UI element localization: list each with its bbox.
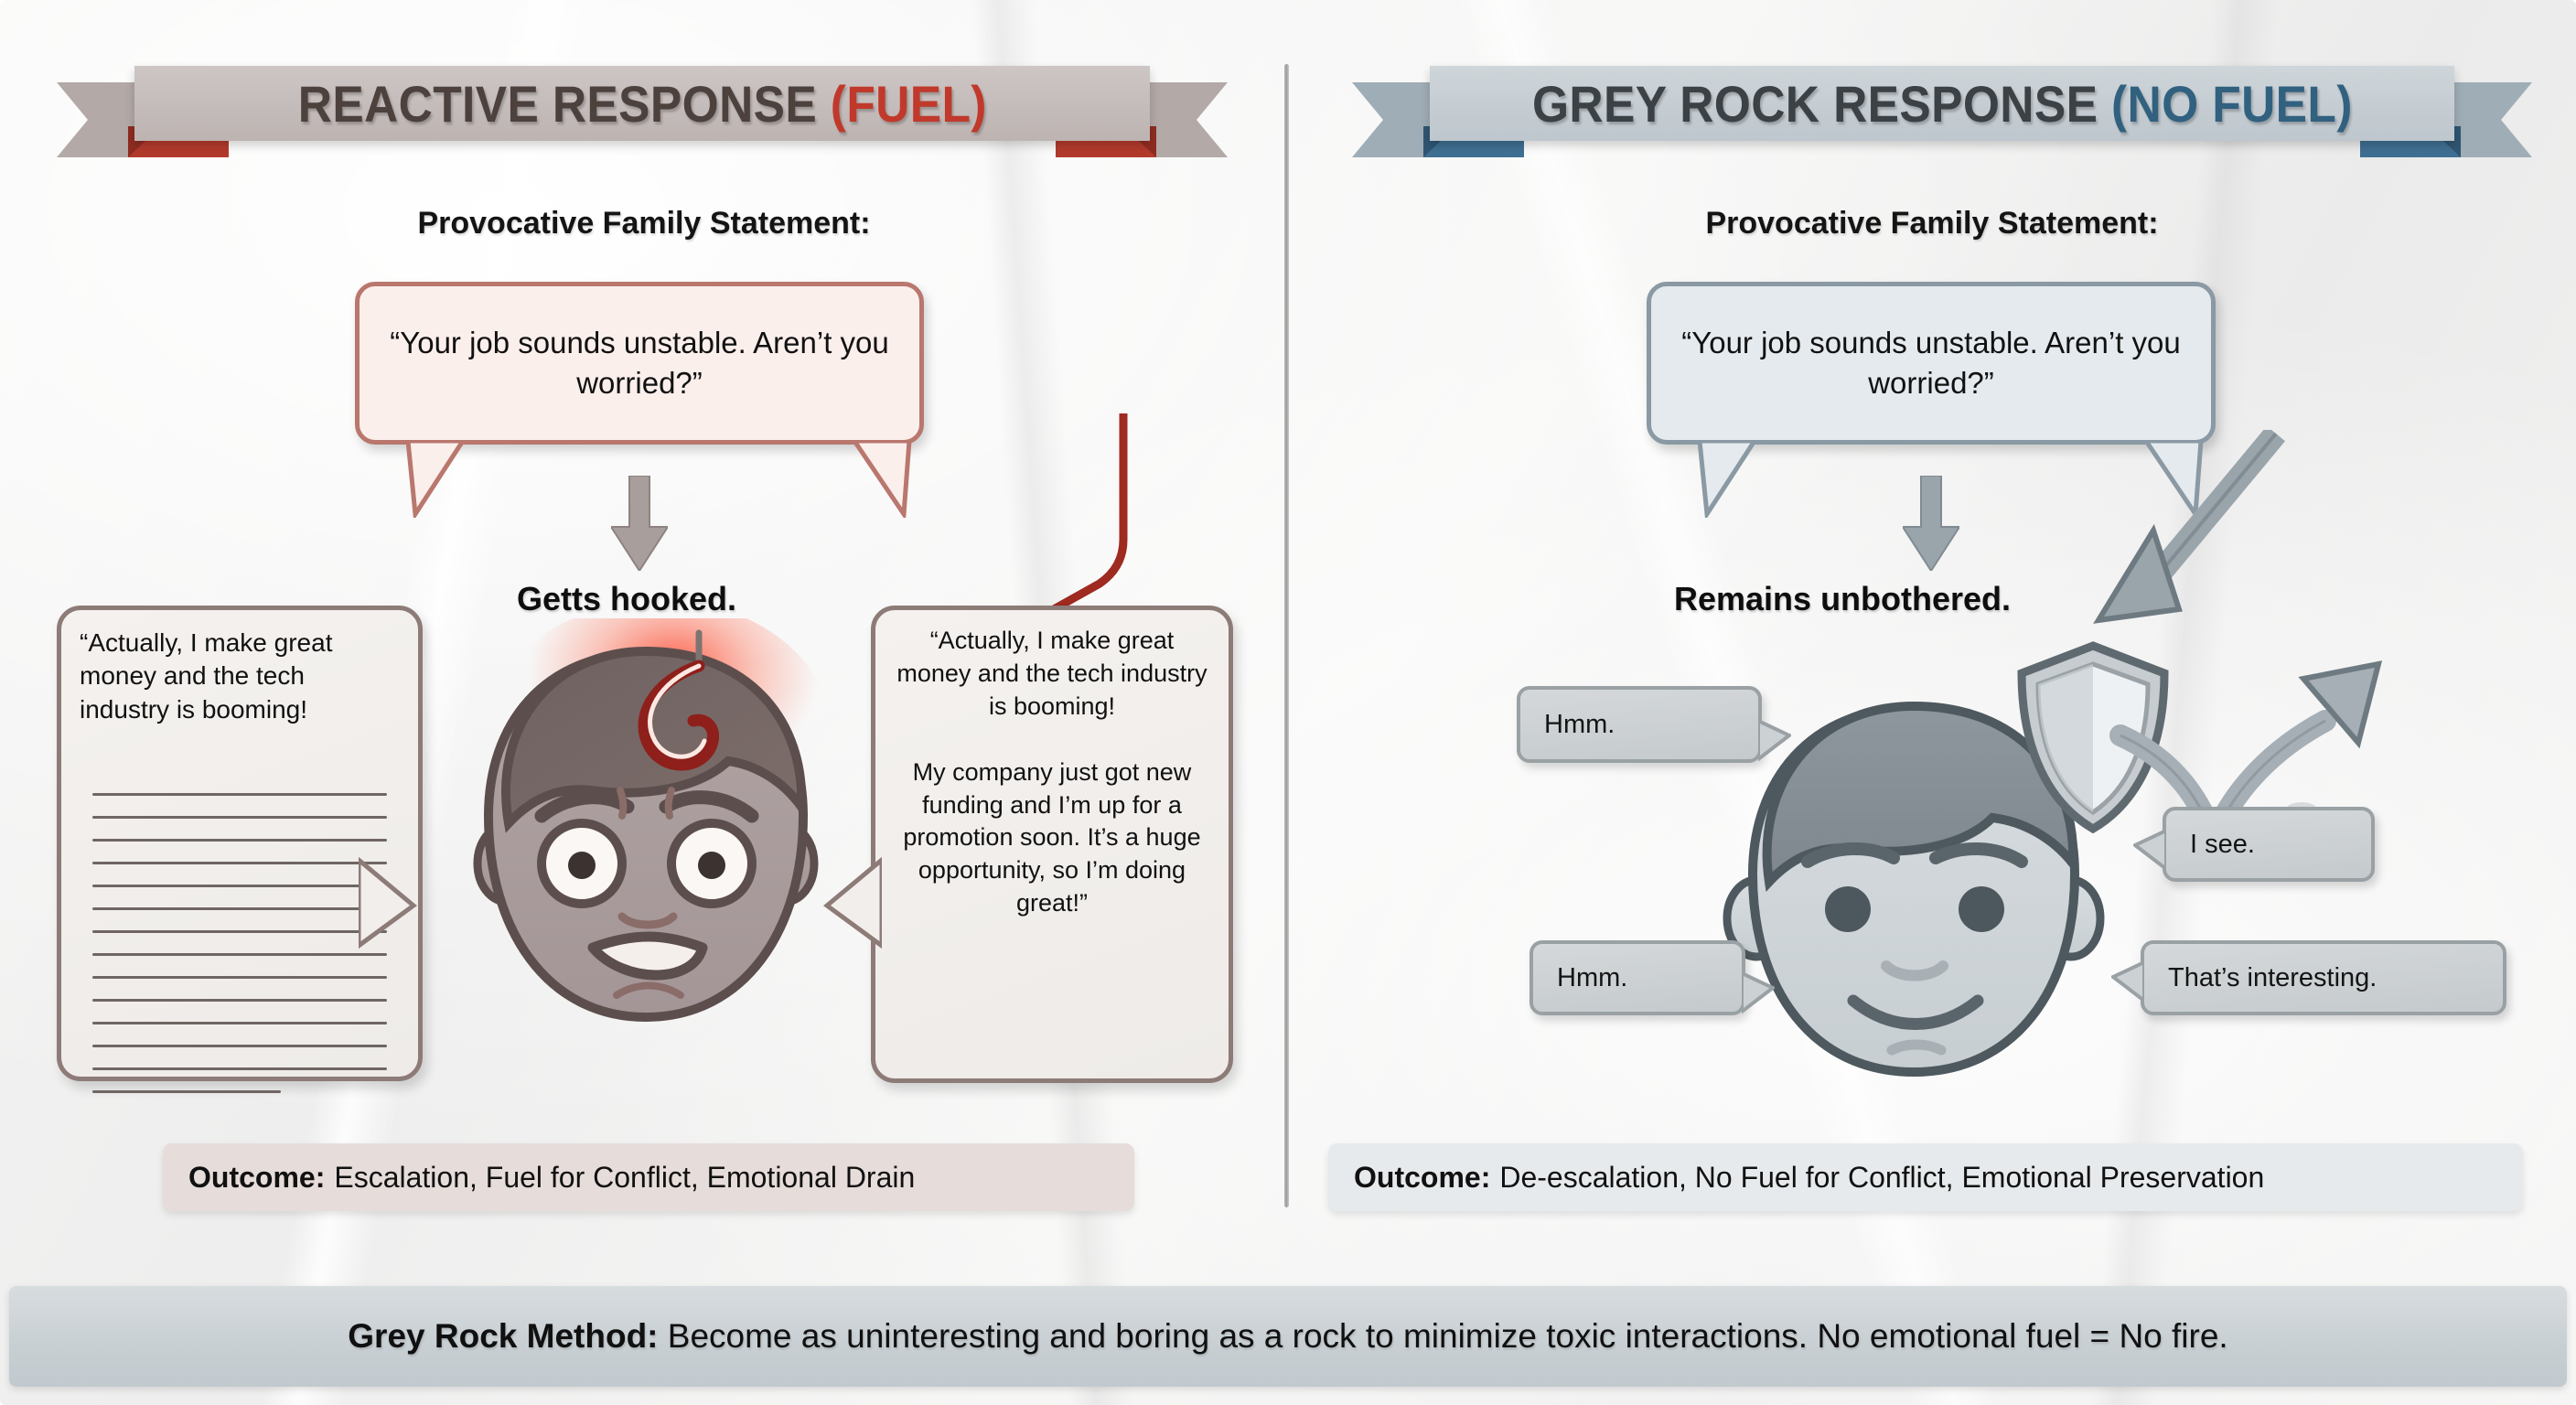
left-provocative-statement-bubble: “Your job sounds unstable. Aren’t you wo… [355,282,924,445]
reply-bubble-tail-icon [2133,829,2166,871]
down-arrow-icon [1903,476,1959,571]
left-long-reply-note: “Actually, I make great money and the te… [57,606,423,1093]
shield-icon [2017,641,2169,834]
panel-divider [1284,64,1289,1207]
left-section-heading: Provocative Family Statement: [417,206,871,241]
left-outcome-bar: Outcome: Escalation, Fuel for Conflict, … [163,1143,1134,1211]
reply-text: That’s interesting. [2168,962,2377,992]
reactive-response-panel: REACTIVE RESPONSE (FUEL) Provocative Fam… [0,0,1288,1271]
left-outcome-text: Escalation, Fuel for Conflict, Emotional… [334,1160,916,1194]
footer-description: Become as uninteresting and boring as a … [667,1317,2228,1355]
reply-bubble-thats-interesting: That’s interesting. [2141,940,2506,1015]
ribbon-tail-left-icon [57,82,139,157]
down-arrow-icon [611,476,668,571]
grey-rock-method-footer: Grey Rock Method: Become as uninterestin… [9,1286,2567,1387]
reactive-banner-body: REACTIVE RESPONSE (FUEL) [134,66,1150,141]
grey-rock-banner-accent: (NO FUEL) [2110,74,2353,133]
footer-label: Grey Rock Method: [348,1317,668,1355]
grey-rock-banner-body: GREY ROCK RESPONSE (NO FUEL) [1430,66,2454,141]
reply-bubble-hmm-1: Hmm. [1517,686,1762,763]
note-rule-lines [92,793,387,1093]
ribbon-tail-left-icon [1352,82,1434,157]
right-bubble-tail-icon [1697,441,1757,518]
reply-bubble-tail-icon [1742,971,1775,1014]
ribbon-tail-right-icon [2450,82,2532,157]
reply-bubble-i-see: I see. [2163,807,2375,882]
left-outcome-label: Outcome: [188,1160,326,1194]
right-bubble-tail2-icon [2142,441,2204,518]
left-bubble-tail2-icon [851,441,912,518]
calm-face-icon [1723,701,2105,1078]
right-outcome-label: Outcome: [1354,1160,1491,1194]
left-note-text: “Actually, I make great money and the te… [80,628,333,724]
right-section-heading: Provocative Family Statement: [1705,206,2159,241]
ramble-note-tail-icon [823,856,882,949]
grey-rock-banner: GREY ROCK RESPONSE (NO FUEL) [1352,55,2532,157]
reactive-banner-title: REACTIVE RESPONSE [297,74,817,133]
right-outcome-bar: Outcome: De-escalation, No Fuel for Conf… [1328,1143,2523,1211]
left-panel-ramble-note: “Actually, I make great money and the te… [871,606,1233,1083]
left-statement-text: “Your job sounds unstable. Aren’t you wo… [390,326,889,400]
reply-bubble-hmm-2: Hmm. [1530,940,1745,1015]
right-outcome-text: De-escalation, No Fuel for Conflict, Emo… [1499,1160,2265,1194]
right-state-label: Remains unbothered. [1674,580,2012,617]
reactive-banner-accent: (FUEL) [830,74,987,133]
reply-bubble-tail-icon [2111,960,2144,1003]
grey-rock-banner-title: GREY ROCK RESPONSE [1531,74,2098,133]
left-state-label: Getts hooked. [517,580,737,617]
reply-text: Hmm. [1544,709,1615,739]
grey-rock-response-panel: GREY ROCK RESPONSE (NO FUEL) Provocative… [1288,0,2576,1271]
right-provocative-statement-bubble: “Your job sounds unstable. Aren’t you wo… [1647,282,2216,445]
reactive-banner: REACTIVE RESPONSE (FUEL) [57,55,1228,157]
incoming-arrow-icon [2093,430,2285,624]
ramble-note-text: “Actually, I make great money and the te… [896,627,1208,917]
reply-text: I see. [2190,829,2255,859]
ribbon-tail-right-icon [1145,82,1228,157]
left-bubble-tail-icon [405,441,466,518]
right-statement-text: “Your job sounds unstable. Aren’t you wo… [1681,326,2181,400]
left-note-tail-icon [359,856,417,949]
worried-face-icon [473,618,833,1023]
reply-text: Hmm. [1557,962,1628,992]
reply-bubble-tail-icon [1758,719,1791,761]
